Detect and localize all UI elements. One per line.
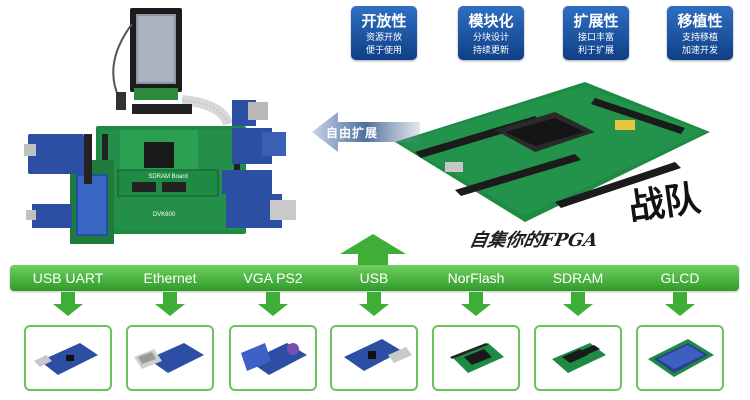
up-arrow-icon bbox=[340, 234, 406, 270]
badge-portability: 移植性 支持移植 加速开发 bbox=[667, 6, 733, 60]
slogan-text: 自集你的FPGA bbox=[467, 230, 600, 251]
badge-openness: 开放性 资源开放 便于使用 bbox=[351, 6, 417, 60]
module-sdram bbox=[534, 325, 622, 391]
module-ethernet bbox=[126, 325, 214, 391]
usb-uart-board-image bbox=[34, 343, 98, 375]
dvk600-board-assembly: SDRAM Board DVK600 bbox=[24, 8, 296, 244]
bus-label-ethernet: Ethernet bbox=[143, 270, 197, 286]
badge-expandability: 扩展性 接口丰富 利于扩展 bbox=[563, 6, 629, 60]
badge-line: 接口丰富 bbox=[577, 33, 614, 43]
badge-title: 模块化 bbox=[468, 12, 514, 30]
badge-modularity: 模块化 分块设计 持续更新 bbox=[458, 6, 524, 60]
badge-title: 扩展性 bbox=[573, 12, 619, 30]
badge-line: 支持移植 bbox=[681, 33, 718, 43]
sdram-board-label: SDRAM Board bbox=[148, 174, 187, 180]
usb-board-image bbox=[344, 339, 412, 371]
bus-label-usb: USB bbox=[359, 270, 389, 286]
slogan-emphasis: 战队 bbox=[625, 177, 704, 229]
down-arrow-icon bbox=[155, 292, 185, 316]
module-usb bbox=[330, 325, 418, 391]
glcd-board-image bbox=[648, 339, 714, 377]
bus-label-sdram: SDRAM bbox=[552, 270, 604, 286]
vga-ps2-board-image bbox=[241, 343, 307, 375]
down-arrow-icon bbox=[359, 292, 389, 316]
badge-line: 便于使用 bbox=[365, 46, 402, 56]
bus-label-glcd: GLCD bbox=[660, 270, 700, 286]
module-vga-ps2 bbox=[229, 325, 317, 391]
badge-line: 资源开放 bbox=[365, 33, 402, 43]
bus-label-vga-ps2: VGA PS2 bbox=[243, 270, 303, 286]
badge-line: 分块设计 bbox=[472, 33, 509, 43]
fpga-core-board bbox=[395, 82, 710, 222]
ethernet-board-image bbox=[134, 343, 204, 373]
down-arrow-icon bbox=[258, 292, 288, 316]
badge-title: 移植性 bbox=[677, 12, 723, 30]
sdram-board-image bbox=[552, 343, 606, 373]
expand-label: 自由扩展 bbox=[326, 126, 379, 140]
norflash-board-image bbox=[450, 343, 504, 373]
bus-label-usb-uart: USB UART bbox=[32, 270, 104, 286]
module-glcd bbox=[636, 325, 724, 391]
down-arrow-icon bbox=[461, 292, 491, 316]
bus-label-norflash: NorFlash bbox=[447, 270, 505, 286]
expand-arrow-icon bbox=[312, 112, 420, 152]
down-arrow-icon bbox=[53, 292, 83, 316]
badge-title: 开放性 bbox=[361, 12, 407, 30]
down-arrow-icon bbox=[665, 292, 695, 316]
down-arrow-icon bbox=[563, 292, 593, 316]
module-norflash bbox=[432, 325, 520, 391]
dvk600-label: DVK600 bbox=[153, 212, 176, 218]
badge-line: 利于扩展 bbox=[577, 46, 614, 56]
interface-bus-bar bbox=[10, 265, 739, 291]
badge-line: 持续更新 bbox=[472, 46, 509, 56]
module-usb-uart bbox=[24, 325, 112, 391]
badge-line: 加速开发 bbox=[681, 46, 718, 56]
